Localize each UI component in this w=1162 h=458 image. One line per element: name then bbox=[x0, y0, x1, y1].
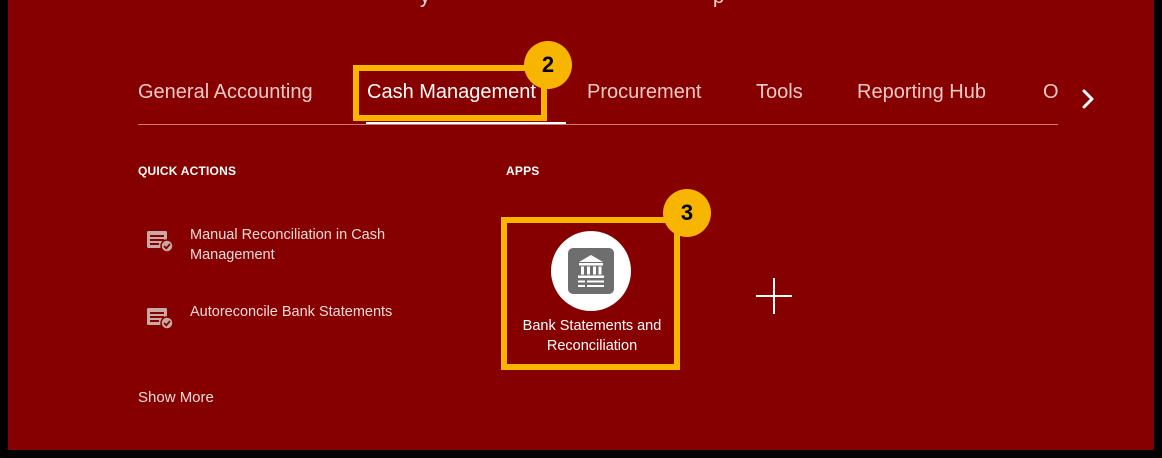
tab-reporting-hub[interactable]: Reporting Hub bbox=[857, 81, 986, 103]
apps-heading: APPS bbox=[506, 164, 540, 178]
callout-badge: 2 bbox=[524, 41, 572, 89]
active-tab-indicator bbox=[366, 122, 566, 124]
bank-icon bbox=[568, 248, 614, 294]
tab-procurement[interactable]: Procurement bbox=[587, 81, 702, 103]
app-bank-statements-reconciliation[interactable]: Bank Statements and Reconciliation bbox=[514, 227, 674, 363]
quick-actions-heading: QUICK ACTIONS bbox=[138, 164, 237, 178]
quick-action-label: Autoreconcile Bank Statements bbox=[190, 304, 393, 320]
tab-tools[interactable]: Tools bbox=[756, 81, 803, 103]
tab-overflow-truncated[interactable]: O bbox=[1043, 81, 1059, 103]
app-label: Bank Statements and Reconciliation bbox=[522, 318, 662, 354]
quick-action-autoreconcile[interactable]: Autoreconcile Bank Statements bbox=[144, 302, 444, 330]
plus-icon[interactable] bbox=[754, 276, 794, 316]
chevron-right-icon[interactable] bbox=[1075, 86, 1101, 112]
reconcile-icon bbox=[146, 306, 174, 330]
tab-strip: General Accounting Cash Management Procu… bbox=[138, 80, 1059, 125]
callout-badge: 3 bbox=[663, 189, 711, 237]
reconcile-icon bbox=[146, 229, 174, 253]
quick-action-manual-reconciliation[interactable]: Manual Reconciliation in Cash Management bbox=[144, 225, 444, 267]
tab-cash-management[interactable]: Cash Management bbox=[367, 81, 536, 103]
springboard-panel: y p General Accounting Cash Management P… bbox=[8, 0, 1154, 450]
app-icon-circle bbox=[551, 231, 631, 311]
tab-general-accounting[interactable]: General Accounting bbox=[138, 81, 313, 103]
page-title-cropped: y p bbox=[408, 0, 748, 10]
show-more-link[interactable]: Show More bbox=[138, 389, 214, 406]
quick-action-label: Manual Reconciliation in Cash Management bbox=[190, 227, 386, 263]
